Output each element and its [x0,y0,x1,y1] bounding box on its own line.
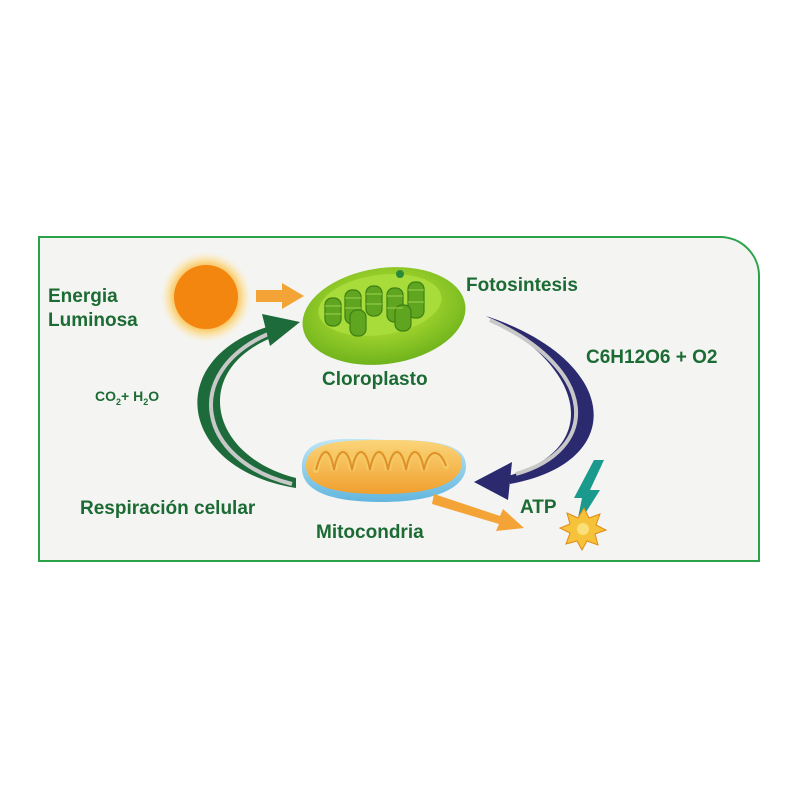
respiration-arrow [197,314,300,488]
plus-h-text: + H [121,388,144,404]
chloroplast-label: Cloroplasto [322,369,428,390]
h2o-subscript: 2 [143,396,149,407]
mitochondria-label: Mitocondria [316,522,424,543]
photosynthesis-arrow [474,316,594,500]
atp-burst-icon [558,506,608,552]
chloroplast-icon [302,267,466,365]
atp-arrow [432,494,524,531]
co2-subscript: 2 [116,396,122,407]
co2-text: CO [95,388,116,404]
energy-label-line2: Luminosa [48,310,138,331]
energy-label-line1: Energia [48,286,118,307]
lightning-icon [574,460,604,528]
respiration-label: Respiración celular [80,498,256,519]
mitochondria-icon [301,438,466,502]
energy-label: Energia Luminosa [48,285,138,333]
photosynthesis-label: Fotosintesis [466,275,578,296]
atp-label: ATP [520,497,557,518]
products-label: C6H12O6 + O2 [586,347,718,368]
reactants-label: CO2+ H2O [95,388,159,407]
h2o-text: O [148,388,160,404]
sun-icon [160,251,252,343]
light-arrow [256,283,304,309]
